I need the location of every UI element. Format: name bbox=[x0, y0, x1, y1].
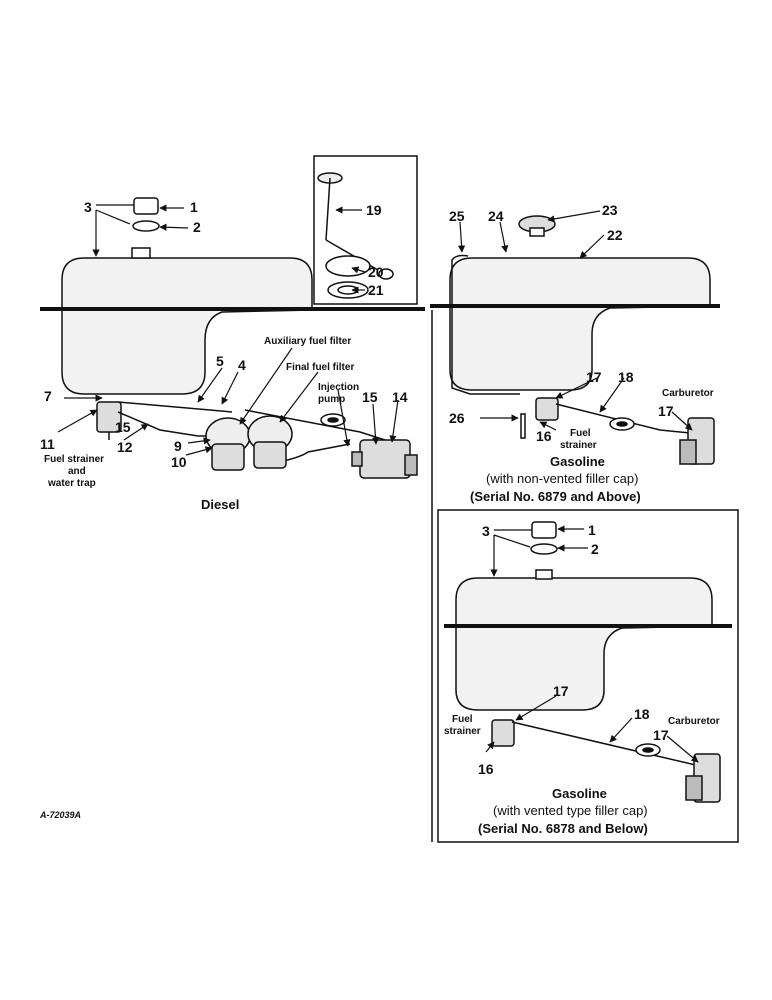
diesel-fuel-tank bbox=[61, 257, 313, 395]
callout-10: 10 bbox=[171, 454, 187, 470]
label-strainer-upper: strainer bbox=[560, 440, 597, 451]
label-carburetor-upper: Carburetor bbox=[662, 388, 714, 399]
gasoline-upper-section bbox=[430, 215, 720, 465]
gas-lower-cap-gasket bbox=[530, 543, 558, 555]
callout-21: 21 bbox=[368, 282, 384, 298]
callout-1-diesel: 1 bbox=[190, 199, 198, 215]
callout-7: 7 bbox=[44, 388, 52, 404]
callout-17-upper-b: 17 bbox=[658, 403, 674, 419]
callout-26: 26 bbox=[449, 410, 465, 426]
sender-plate bbox=[325, 255, 371, 277]
gasoline-lower-section bbox=[444, 521, 732, 803]
label-fuel-strainer-3: water trap bbox=[47, 478, 96, 489]
callout-15-diesel-b: 15 bbox=[362, 389, 378, 405]
callout-3-lower: 3 bbox=[482, 523, 490, 539]
callout-18-upper: 18 bbox=[618, 369, 634, 385]
callout-16-lower: 16 bbox=[478, 761, 494, 777]
caption-gas-lower-2: (with vented type filler cap) bbox=[493, 803, 648, 818]
label-fuel-strainer-2: and bbox=[68, 466, 86, 477]
injection-pump bbox=[359, 439, 411, 479]
fuel-gauge-sender-inset bbox=[313, 155, 418, 305]
label-injection: Injection bbox=[318, 382, 359, 393]
caption-gas-lower-1: Gasoline bbox=[552, 786, 607, 801]
drawing-reference: A-72039A bbox=[39, 810, 81, 820]
callout-11: 11 bbox=[40, 436, 55, 452]
diesel-filler-cap bbox=[133, 197, 159, 215]
diesel-section bbox=[40, 197, 425, 479]
callout-18-lower: 18 bbox=[634, 706, 650, 722]
callout-17-lower-b: 17 bbox=[653, 727, 669, 743]
callout-24: 24 bbox=[488, 208, 504, 224]
caption-diesel: Diesel bbox=[201, 497, 239, 512]
label-final-fuel-filter: Final fuel filter bbox=[286, 362, 354, 373]
gas-lower-fuel-tank bbox=[455, 577, 713, 711]
caption-gas-lower-3: (Serial No. 6878 and Below) bbox=[478, 821, 648, 836]
callout-12: 12 bbox=[117, 439, 133, 455]
callout-2-lower: 2 bbox=[591, 541, 599, 557]
gas-upper-fuel-tank bbox=[449, 257, 711, 391]
callout-19: 19 bbox=[366, 202, 382, 218]
callout-3-diesel: 3 bbox=[84, 199, 92, 215]
gas-upper-vent-tube bbox=[451, 254, 469, 310]
callout-17-upper-a: 17 bbox=[586, 369, 602, 385]
diesel-fuel-line bbox=[117, 401, 233, 413]
label-carburetor-lower: Carburetor bbox=[668, 716, 720, 727]
gas-upper-fuel-strainer bbox=[535, 397, 559, 421]
lower-gasoline-frame bbox=[437, 509, 739, 843]
label-fuel-upper: Fuel bbox=[570, 428, 591, 439]
label-fuel-strainer-1: Fuel strainer bbox=[44, 454, 104, 465]
callout-17-lower-a: 17 bbox=[553, 683, 569, 699]
callout-22: 22 bbox=[607, 227, 623, 243]
label-fuel-lower: Fuel bbox=[452, 714, 473, 725]
diesel-cap-gasket bbox=[132, 220, 160, 232]
label-auxiliary-fuel-filter: Auxiliary fuel filter bbox=[264, 336, 351, 347]
callout-5: 5 bbox=[216, 353, 224, 369]
label-pump: pump bbox=[318, 394, 345, 405]
callout-1-lower: 1 bbox=[588, 522, 596, 538]
callout-9: 9 bbox=[174, 438, 182, 454]
callout-4: 4 bbox=[238, 357, 246, 373]
callout-16-upper: 16 bbox=[536, 428, 552, 444]
gas-lower-fuel-strainer bbox=[491, 719, 515, 747]
caption-gas-upper-1: Gasoline bbox=[550, 454, 605, 469]
gas-lower-filler-cap bbox=[531, 521, 557, 539]
gas-lower-filler-neck bbox=[535, 569, 553, 580]
caption-gas-upper-3: (Serial No. 6879 and Above) bbox=[470, 489, 641, 504]
callout-15-diesel-a: 15 bbox=[115, 419, 131, 435]
callout-14: 14 bbox=[392, 389, 408, 405]
caption-gas-upper-2: (with non-vented filler cap) bbox=[486, 471, 638, 486]
callout-23: 23 bbox=[602, 202, 618, 218]
callout-20: 20 bbox=[368, 264, 384, 280]
diesel-filler-neck bbox=[131, 247, 151, 259]
callout-25: 25 bbox=[449, 208, 465, 224]
callout-2-diesel: 2 bbox=[193, 219, 201, 235]
label-strainer-lower: strainer bbox=[444, 726, 481, 737]
